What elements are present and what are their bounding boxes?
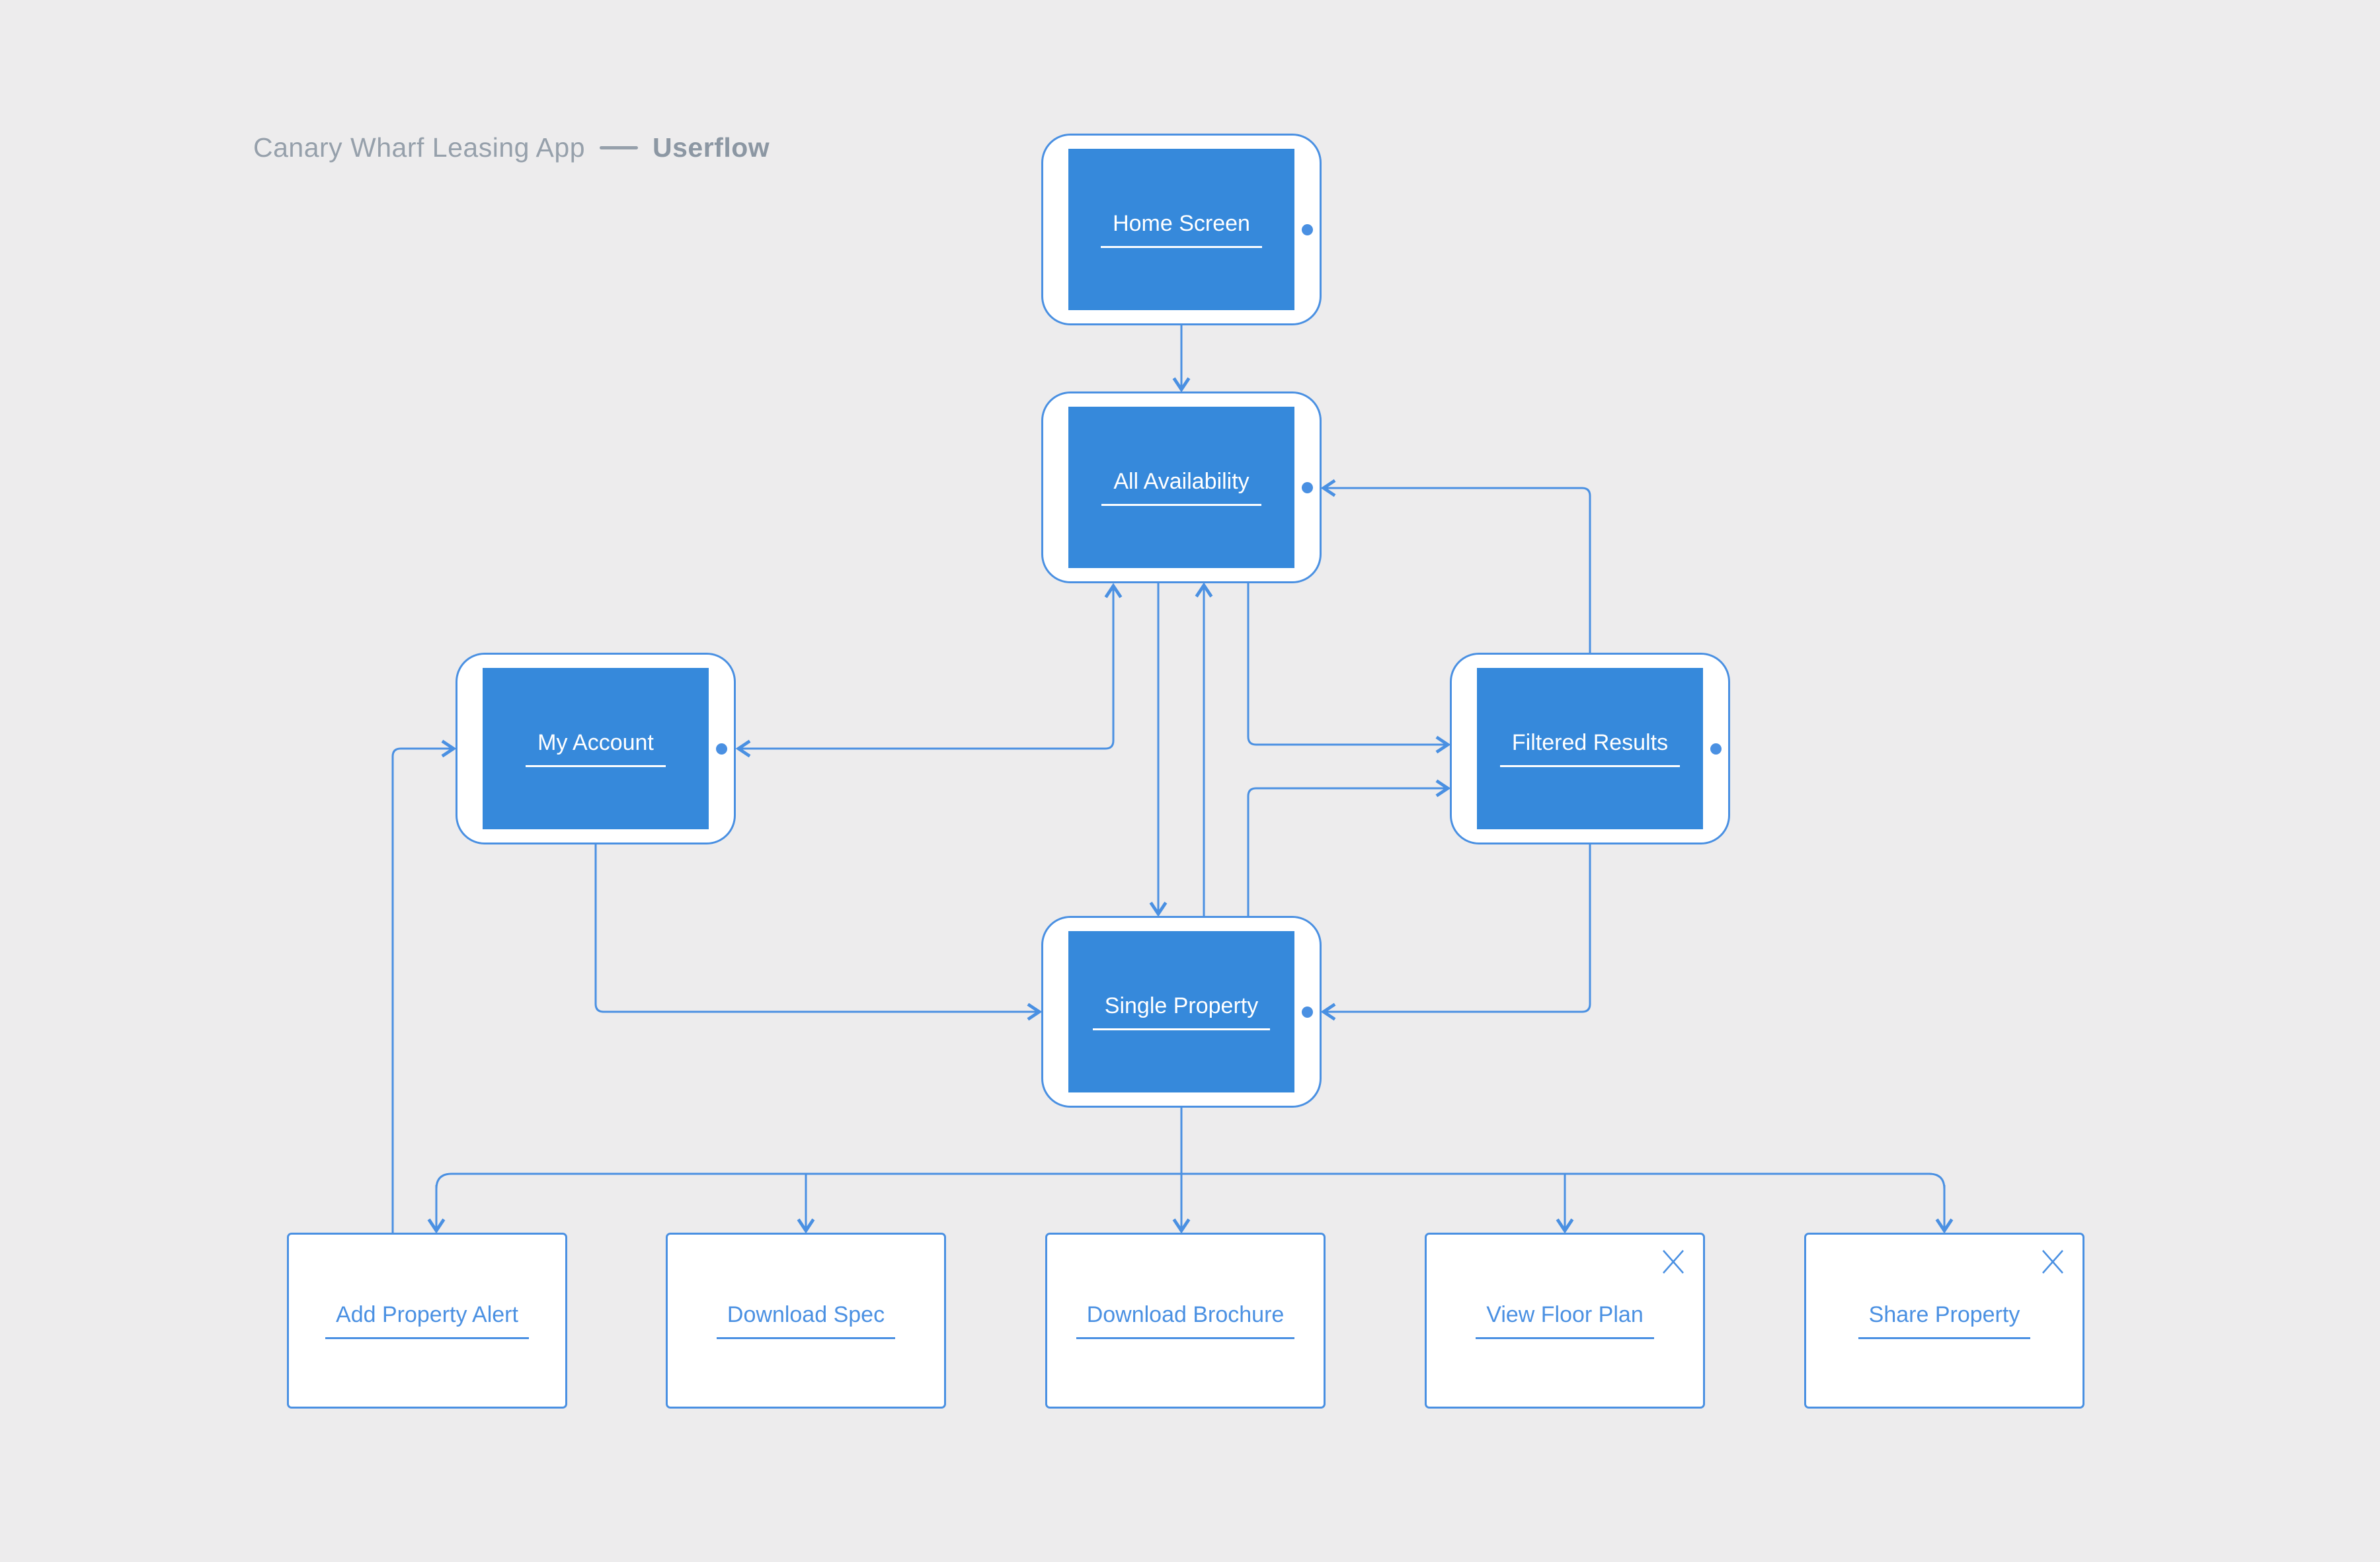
- screen-node-filtered-results[interactable]: Filtered Results: [1450, 653, 1730, 844]
- home-button-icon: [1710, 743, 1722, 755]
- diagram-title: Canary Wharf Leasing App Userflow: [253, 132, 770, 163]
- action-label: View Floor Plan: [1476, 1302, 1654, 1339]
- action-node-add-property-alert[interactable]: Add Property Alert: [287, 1233, 567, 1409]
- screen-label: My Account: [526, 730, 666, 767]
- edge-single-property-to-filtered-results: [1247, 779, 1451, 916]
- app-name: Canary Wharf Leasing App: [253, 132, 585, 163]
- screen-fill: Filtered Results: [1477, 668, 1703, 829]
- screen-node-home[interactable]: Home Screen: [1041, 134, 1322, 325]
- action-node-share-property[interactable]: Share Property: [1804, 1233, 2084, 1409]
- edge-filtered-results-to-single-property: [1320, 844, 1591, 1021]
- home-button-icon: [1302, 224, 1313, 235]
- screen-label: Single Property: [1092, 993, 1271, 1030]
- screen-node-all-availability[interactable]: All Availability: [1041, 391, 1322, 583]
- title-dash: [600, 146, 638, 149]
- screen-label: All Availability: [1101, 469, 1261, 506]
- action-node-download-brochure[interactable]: Download Brochure: [1045, 1233, 1326, 1409]
- edge-add-property-alert-to-my-account: [391, 739, 457, 1233]
- home-button-icon: [716, 743, 727, 755]
- edge-my-account-to-single-property: [594, 844, 1043, 1021]
- action-node-download-spec[interactable]: Download Spec: [666, 1233, 946, 1409]
- edge-filtered-results-to-all-availability: [1320, 479, 1591, 653]
- action-label: Add Property Alert: [325, 1302, 529, 1339]
- screen-label: Filtered Results: [1499, 730, 1681, 767]
- close-icon[interactable]: [2040, 1249, 2065, 1274]
- screen-label: Home Screen: [1101, 211, 1262, 248]
- edge-all-availability-to-filtered-results: [1247, 583, 1451, 754]
- action-label: Download Brochure: [1076, 1302, 1295, 1339]
- section-name: Userflow: [653, 132, 770, 163]
- screen-fill: All Availability: [1068, 407, 1294, 568]
- edge-actions-bus: [435, 1172, 1946, 1190]
- home-button-icon: [1302, 481, 1313, 493]
- home-button-icon: [1302, 1006, 1313, 1018]
- screen-fill: My Account: [483, 668, 709, 829]
- action-label: Share Property: [1858, 1302, 2031, 1339]
- screen-fill: Home Screen: [1068, 149, 1294, 310]
- edge-all-availability-to-my-account: [735, 585, 1115, 758]
- close-icon[interactable]: [1661, 1249, 1686, 1274]
- action-label: Download Spec: [716, 1302, 896, 1339]
- action-node-view-floor-plan[interactable]: View Floor Plan: [1425, 1233, 1705, 1409]
- screen-fill: Single Property: [1068, 931, 1294, 1092]
- screen-node-single-property[interactable]: Single Property: [1041, 916, 1322, 1108]
- screen-node-my-account[interactable]: My Account: [456, 653, 736, 844]
